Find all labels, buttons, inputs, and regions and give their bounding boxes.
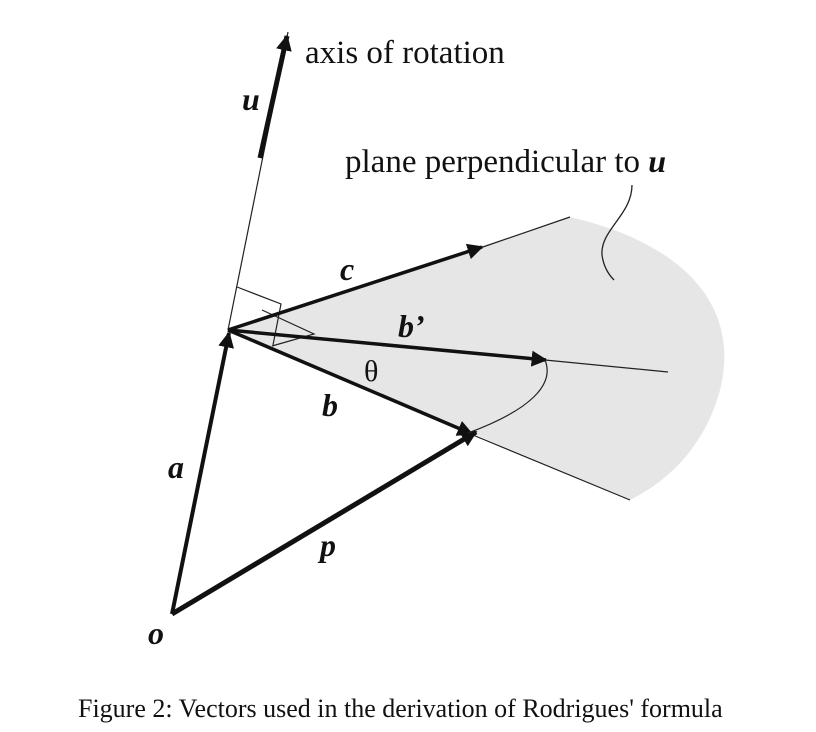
theta-label: θ [364, 355, 378, 388]
b-prime-label: b’ [398, 308, 425, 344]
theta-arc [467, 359, 548, 434]
plane-edge-upper [479, 216, 571, 249]
u-vector [257, 34, 292, 159]
b-prime-extension [544, 359, 669, 373]
a-vector [170, 331, 234, 615]
p-vector [170, 429, 478, 617]
right-angle-marker-c [236, 286, 282, 346]
o-label: o [148, 615, 164, 651]
perpendicular-plane [228, 217, 725, 500]
plane-edge-lower [467, 432, 631, 501]
c-label: c [340, 251, 354, 287]
p-label: p [317, 527, 336, 563]
plane-callout-curve [601, 184, 633, 281]
b-label: b [322, 387, 338, 423]
c-vector [227, 243, 484, 332]
axis-of-rotation-label: axis of rotation [305, 35, 505, 71]
right-angle-marker-b [261, 309, 316, 347]
b-prime-vector [227, 328, 548, 367]
b-vector [227, 328, 474, 436]
plane-u-symbol: u [648, 143, 666, 179]
a-label: a [168, 449, 184, 485]
plane-perpendicular-text: plane perpendicular to [345, 144, 648, 180]
figure-caption: Figure 2: Vectors used in the derivation… [78, 694, 723, 723]
u-label: u [242, 81, 260, 117]
plane-perpendicular-label: plane perpendicular to u [345, 143, 666, 180]
